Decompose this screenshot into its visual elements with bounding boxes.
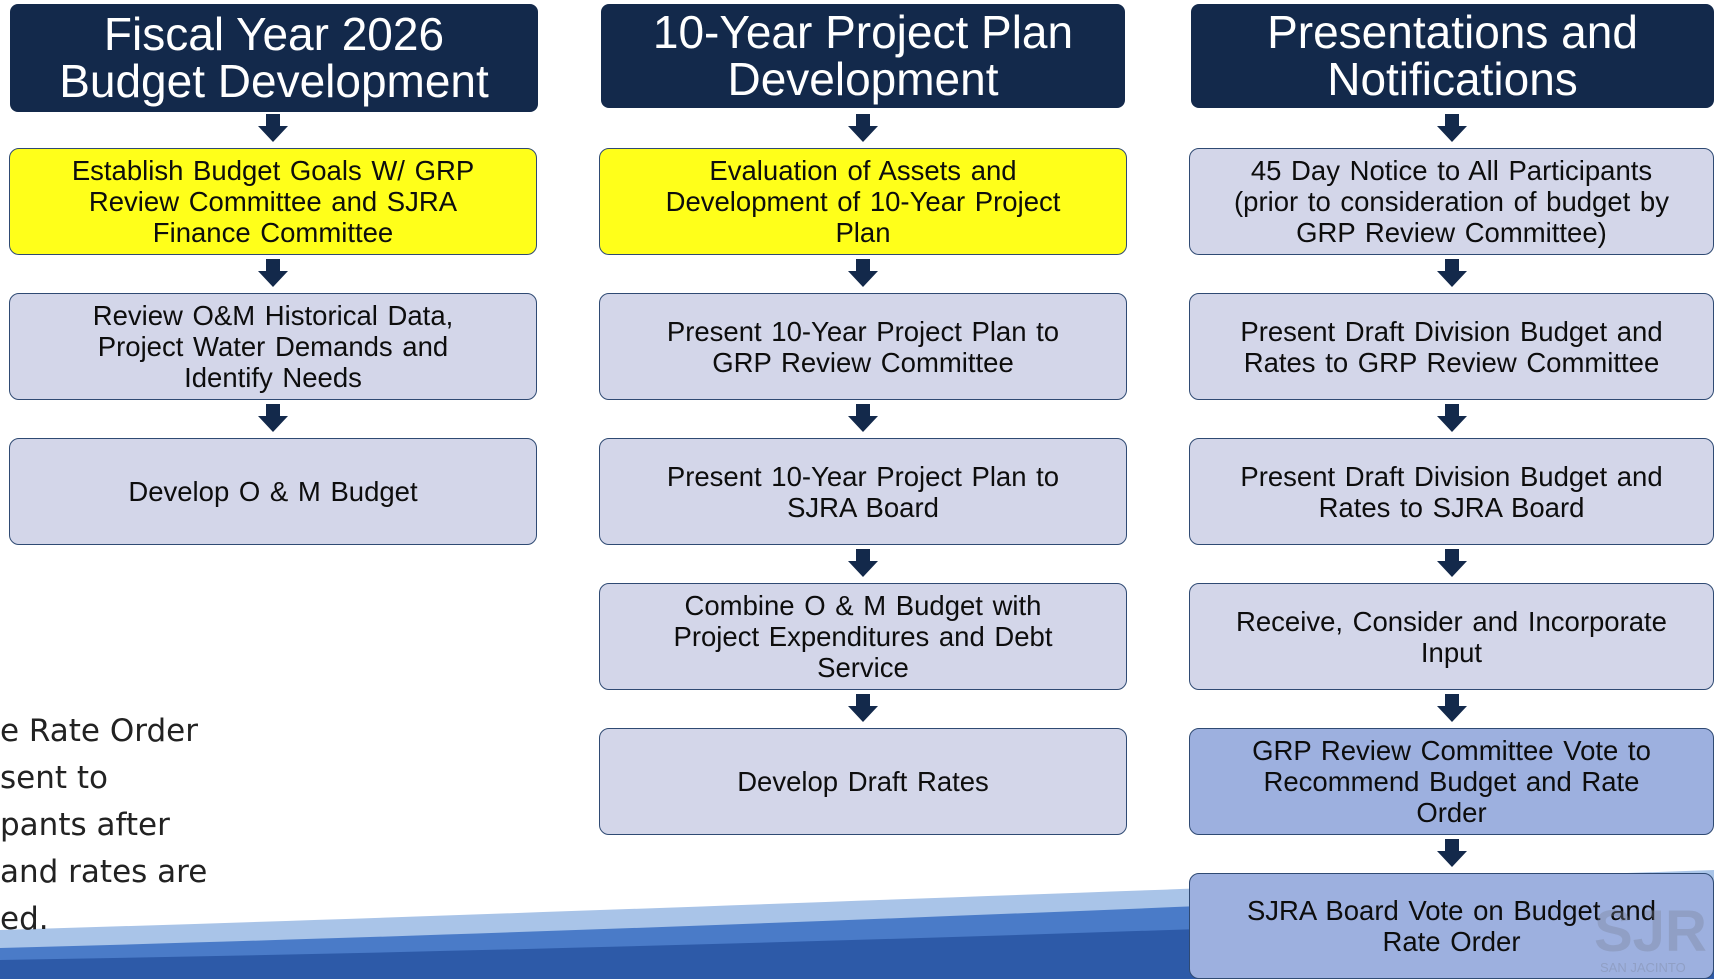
down-arrow-icon <box>1437 404 1467 432</box>
down-arrow-icon <box>1437 114 1467 142</box>
down-arrow-icon <box>1437 839 1467 867</box>
down-arrow-icon <box>258 114 288 142</box>
step-develop-draft-rates: Develop Draft Rates <box>599 728 1127 835</box>
step-combine-budget: Combine O & M Budget with Project Expend… <box>599 583 1127 690</box>
down-arrow-icon <box>848 114 878 142</box>
down-arrow-icon <box>258 259 288 287</box>
sjra-logo-subtext: SAN JACINTO <box>1600 960 1686 975</box>
step-present-plan-grp: Present 10-Year Project Plan to GRP Revi… <box>599 293 1127 400</box>
column-header-project-plan: 10-Year Project Plan Development <box>601 4 1125 108</box>
down-arrow-icon <box>1437 259 1467 287</box>
down-arrow-icon <box>1437 694 1467 722</box>
step-45-day-notice: 45 Day Notice to All Participants (prior… <box>1189 148 1714 255</box>
column-header-presentations: Presentations and Notifications <box>1191 4 1714 108</box>
down-arrow-icon <box>848 694 878 722</box>
step-develop-om-budget: Develop O & M Budget <box>9 438 537 545</box>
column-header-fiscal-year-budget: Fiscal Year 2026 Budget Development <box>10 4 538 112</box>
step-present-draft-grp: Present Draft Division Budget and Rates … <box>1189 293 1714 400</box>
down-arrow-icon <box>848 259 878 287</box>
step-receive-input: Receive, Consider and Incorporate Input <box>1189 583 1714 690</box>
step-review-historical-data: Review O&M Historical Data, Project Wate… <box>9 293 537 400</box>
side-note-text: e Rate Order sent to pants after and rat… <box>0 713 208 937</box>
down-arrow-icon <box>1437 549 1467 577</box>
down-arrow-icon <box>848 549 878 577</box>
down-arrow-icon <box>258 404 288 432</box>
step-grp-vote: GRP Review Committee Vote to Recommend B… <box>1189 728 1714 835</box>
step-sjra-board-vote: SJRA Board Vote on Budget and Rate Order <box>1189 873 1714 979</box>
step-present-draft-sjra: Present Draft Division Budget and Rates … <box>1189 438 1714 545</box>
step-present-plan-sjra: Present 10-Year Project Plan to SJRA Boa… <box>599 438 1127 545</box>
step-establish-budget-goals: Establish Budget Goals W/ GRP Review Com… <box>9 148 537 255</box>
sjra-logo-watermark: SJR <box>1594 902 1707 964</box>
step-evaluation-of-assets: Evaluation of Assets and Development of … <box>599 148 1127 255</box>
down-arrow-icon <box>848 404 878 432</box>
